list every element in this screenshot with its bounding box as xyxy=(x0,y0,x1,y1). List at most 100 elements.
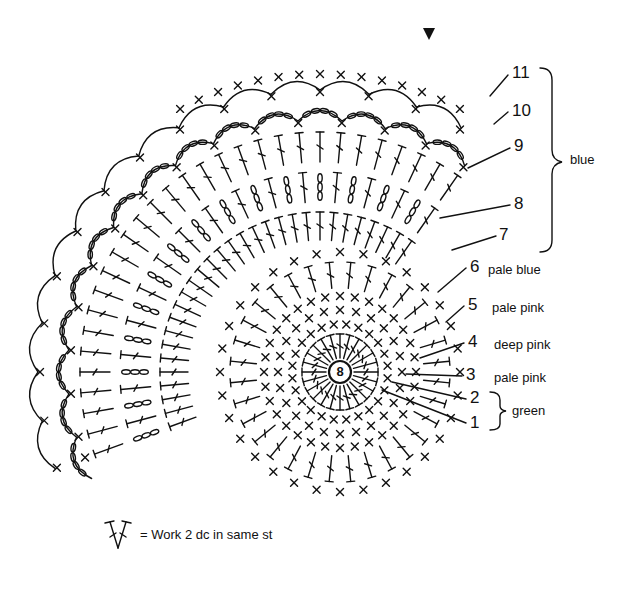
leader-line xyxy=(452,236,496,250)
chain-stitch xyxy=(219,199,227,209)
dc-slash xyxy=(255,239,262,240)
dc-top xyxy=(437,162,444,166)
dc-stitch xyxy=(392,191,405,218)
dc-top xyxy=(264,178,272,180)
dc-slash xyxy=(291,285,298,287)
dc-stitch xyxy=(392,146,402,174)
dc-top xyxy=(444,400,446,408)
dc-stitch xyxy=(84,408,114,413)
dc-slash xyxy=(264,430,266,437)
sc-stitch xyxy=(337,307,344,314)
leader-line xyxy=(468,148,510,168)
dc-slash xyxy=(337,146,343,151)
dc-top xyxy=(337,132,345,134)
chain-loop xyxy=(104,156,139,191)
sc-stitch xyxy=(307,330,314,337)
sc-stitch xyxy=(307,330,314,337)
sc-stitch xyxy=(318,413,325,420)
dc-stitch xyxy=(364,452,372,477)
leader-line xyxy=(420,343,464,358)
sc-stitch xyxy=(252,453,259,460)
dc-top xyxy=(154,254,159,261)
chain-stitch xyxy=(60,318,67,328)
sc-stitch xyxy=(457,369,464,376)
sc-stitch xyxy=(291,479,298,486)
dc-slash xyxy=(175,394,178,401)
sc-stitch xyxy=(266,339,273,346)
dc-top xyxy=(137,284,140,291)
sc-stitch xyxy=(337,307,344,314)
chain-stitch xyxy=(285,185,291,194)
dc-slash xyxy=(182,418,184,425)
sc-stitch xyxy=(289,375,296,382)
dc-slash xyxy=(172,199,179,201)
dc-slash xyxy=(346,467,352,470)
sc-stitch xyxy=(403,468,410,475)
dc-stitch xyxy=(182,175,199,200)
dc-stitch xyxy=(425,164,440,190)
dc-stitch xyxy=(352,353,373,365)
dc-top xyxy=(326,408,334,410)
dc-top xyxy=(225,239,232,244)
dc-top xyxy=(160,354,162,362)
dc-slash xyxy=(180,320,186,324)
leader-line xyxy=(494,112,508,124)
dc-stitch xyxy=(255,302,275,319)
dc-slash xyxy=(325,391,328,397)
sc-stitch xyxy=(460,164,467,171)
dc-slash xyxy=(382,457,389,459)
dc-slash xyxy=(172,356,177,362)
dc-stitch xyxy=(354,376,377,382)
dc-slash xyxy=(365,464,372,466)
chain-stitch xyxy=(357,112,366,117)
chain-stitch xyxy=(113,203,121,213)
chain-stitch xyxy=(275,112,284,117)
dc-slash xyxy=(347,273,353,278)
dc-top xyxy=(376,378,378,386)
dc-stitch xyxy=(88,310,117,318)
dc-stitch xyxy=(243,412,266,424)
dc-slash xyxy=(205,277,212,279)
dc-top xyxy=(241,317,245,324)
dc-slash xyxy=(149,292,155,296)
sc-stitch xyxy=(294,305,301,312)
sc-stitch xyxy=(403,269,410,276)
sc-stitch xyxy=(294,432,301,439)
chain-stitch xyxy=(349,185,355,194)
sc-stitch xyxy=(137,154,144,161)
dc-top xyxy=(346,408,354,410)
leader-line xyxy=(406,374,462,376)
dc-slash xyxy=(432,340,434,347)
dc-top xyxy=(448,357,450,365)
sc-stitch xyxy=(366,439,373,446)
sc-stitch xyxy=(283,338,290,345)
chain-loop xyxy=(75,191,103,231)
dc-stitch xyxy=(307,379,328,391)
dc-top xyxy=(358,135,366,136)
sc-stitch xyxy=(330,321,337,328)
sc-stitch xyxy=(226,323,233,330)
sc-stitch xyxy=(273,326,280,333)
sc-stitch xyxy=(382,479,389,486)
dc-slash xyxy=(384,283,387,289)
dc-top xyxy=(398,145,406,148)
dc-top xyxy=(164,327,166,335)
sc-stitch xyxy=(436,302,443,309)
sc-stitch xyxy=(217,369,224,376)
dc-top xyxy=(376,358,378,366)
chain-stitch xyxy=(88,240,95,250)
dc-stitch xyxy=(344,335,350,358)
sc-stitch xyxy=(390,422,397,429)
sc-stitch xyxy=(291,258,298,265)
dc-slash xyxy=(318,353,325,354)
dc-slash xyxy=(395,158,399,164)
dc-top xyxy=(310,396,316,402)
dc-stitch xyxy=(354,362,377,368)
sc-stitch xyxy=(421,453,428,460)
chain-stitch xyxy=(70,443,76,452)
dc-slash xyxy=(448,184,451,191)
sc-stitch xyxy=(102,189,109,196)
dc-stitch xyxy=(258,140,266,169)
chain-stitch xyxy=(99,228,109,236)
legend-symbol xyxy=(122,521,131,523)
